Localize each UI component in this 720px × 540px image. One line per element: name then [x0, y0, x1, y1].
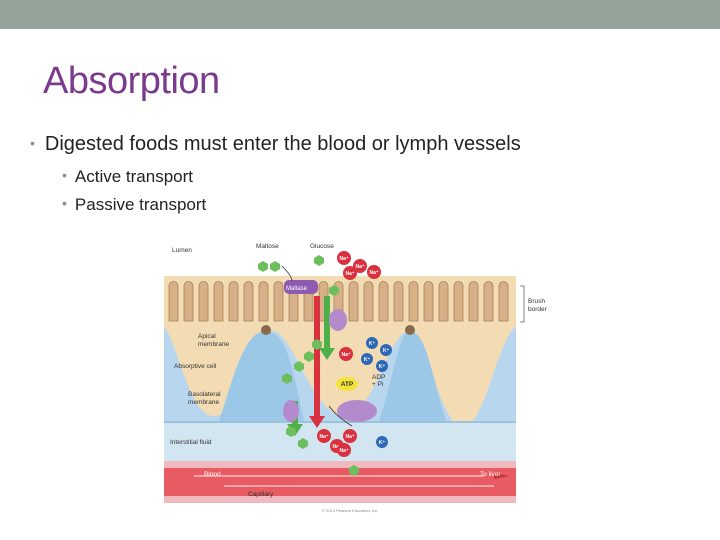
label-apical-1: Apical — [198, 333, 216, 340]
svg-text:Na⁺: Na⁺ — [345, 271, 354, 277]
blood-stream — [164, 468, 516, 496]
bullet-dot: • — [62, 195, 67, 211]
label-lumen: Lumen — [172, 247, 192, 254]
bullet-dot: • — [30, 135, 35, 151]
svg-text:K⁺: K⁺ — [369, 341, 376, 347]
svg-text:Na⁺: Na⁺ — [369, 270, 378, 276]
svg-text:Na⁺: Na⁺ — [339, 448, 348, 454]
sglt-transporter — [329, 309, 347, 331]
label-capillary: Capillary — [248, 491, 274, 498]
svg-text:K⁺: K⁺ — [379, 364, 386, 370]
adp-label: ADP — [372, 374, 385, 381]
label-brush-border-2: border — [528, 306, 548, 313]
label-basolateral-1: Basolateral — [188, 391, 221, 398]
bullet-main: • Digested foods must enter the blood or … — [30, 133, 521, 156]
svg-text:Na⁺: Na⁺ — [319, 434, 328, 440]
slide-title: Absorption — [43, 60, 220, 102]
label-apical-2: membrane — [198, 341, 229, 348]
svg-text:K⁺: K⁺ — [379, 440, 386, 446]
k-ions: K⁺ K⁺ K⁺ K⁺ K⁺ — [361, 337, 392, 448]
bullet-sub-passive-text: Passive transport — [74, 195, 207, 214]
na-k-pump — [337, 400, 377, 422]
label-interstitial-fluid: Interstitial fluid — [170, 439, 212, 446]
svg-text:Na⁺: Na⁺ — [332, 444, 341, 450]
maltase-enzyme — [284, 280, 318, 294]
label-basolateral-2: membrane — [188, 399, 219, 406]
svg-text:Na⁺: Na⁺ — [345, 434, 354, 440]
glucose-channel-arrow — [324, 296, 330, 351]
adp-pi-label: + Pi — [372, 381, 383, 388]
bullet-sub-active: • Active transport — [62, 167, 193, 187]
cell-column-left — [219, 331, 304, 421]
na-ions: Na⁺ Na⁺ Na⁺ Na⁺ Na⁺ Na⁺ Na⁺ Na⁺ Na⁺ — [317, 251, 381, 457]
figure-copyright: © 2014 Pearson Education, Inc. — [322, 508, 379, 513]
bullet-sub-active-text: Active transport — [74, 167, 194, 186]
cell-column-right — [379, 331, 446, 421]
glut-transporter — [283, 400, 299, 422]
bullet-dot: • — [62, 167, 67, 183]
svg-text:K⁺: K⁺ — [383, 348, 390, 354]
na-channel-arrow — [314, 296, 320, 416]
label-blood: Blood — [204, 471, 221, 478]
tight-junction-right — [405, 325, 415, 335]
tight-junction-left — [261, 325, 271, 335]
svg-text:K⁺: K⁺ — [364, 357, 371, 363]
atp-burst — [336, 377, 358, 391]
svg-text:Na⁺: Na⁺ — [339, 256, 348, 262]
absorption-figure: Na⁺ Na⁺ Na⁺ Na⁺ Na⁺ Na⁺ Na⁺ Na⁺ Na⁺ K⁺ K… — [164, 236, 560, 516]
svg-text:Na⁺: Na⁺ — [355, 264, 364, 270]
label-absorptive-cell: Absorptive cell — [174, 363, 217, 370]
label-to-liver: To liver — [480, 471, 501, 478]
top-bar — [0, 0, 720, 29]
label-maltase: Maltase — [286, 286, 308, 292]
glucose-molecules — [258, 255, 359, 476]
label-glucose: Glucose — [310, 243, 334, 250]
label-brush-border-1: Brush — [528, 298, 545, 305]
atp-label: ATP — [341, 381, 354, 388]
absorption-diagram: Na⁺ Na⁺ Na⁺ Na⁺ Na⁺ Na⁺ Na⁺ Na⁺ Na⁺ K⁺ K… — [164, 236, 548, 513]
bullet-main-text: Digested foods must enter the blood or l… — [44, 133, 521, 155]
svg-text:Na⁺: Na⁺ — [341, 352, 350, 358]
bullet-sub-passive: • Passive transport — [62, 195, 206, 215]
label-maltose: Maltose — [256, 243, 279, 250]
